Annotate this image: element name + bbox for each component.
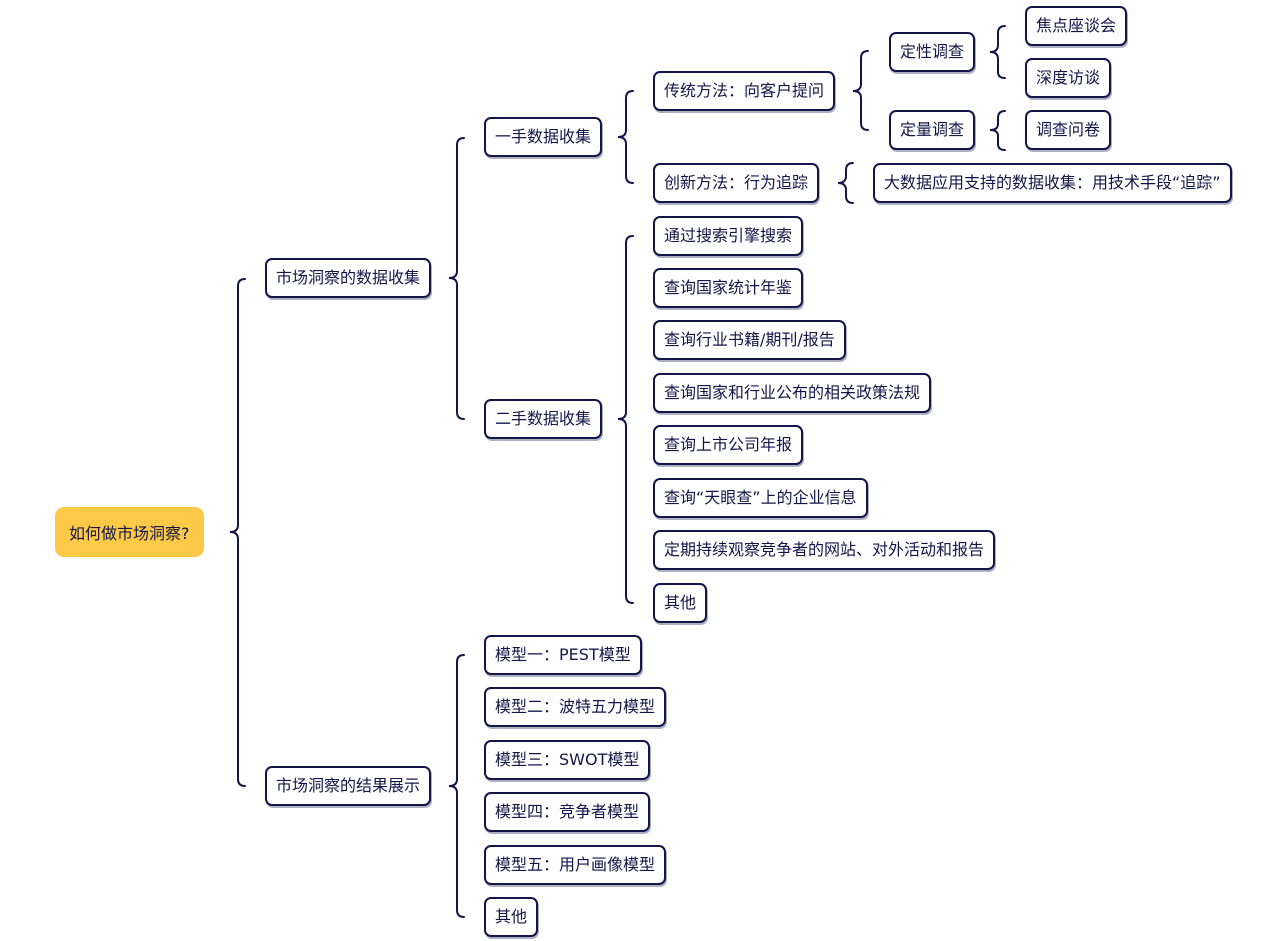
innovative-bracket (837, 162, 854, 204)
collection-bracket (448, 137, 465, 420)
second-hand-item[interactable]: 定期持续观察竞争者的网站、对外活动和报告 (653, 530, 996, 570)
results-node[interactable]: 市场洞察的结果展示 (265, 766, 432, 806)
quantitative-survey-node[interactable]: 定量调查 (889, 110, 976, 150)
results-item[interactable]: 模型四：竞争者模型 (484, 792, 651, 832)
focus-group-node[interactable]: 焦点座谈会 (1025, 6, 1128, 46)
in-depth-interview-node[interactable]: 深度访谈 (1025, 58, 1112, 98)
second-hand-item[interactable]: 其他 (653, 583, 708, 623)
results-item[interactable]: 模型二：波特五力模型 (484, 687, 667, 727)
collection-node[interactable]: 市场洞察的数据收集 (265, 258, 432, 298)
results-bracket (448, 654, 465, 918)
second-hand-item[interactable]: 查询行业书籍/期刊/报告 (653, 320, 846, 360)
results-item[interactable]: 模型一：PEST模型 (484, 635, 642, 675)
qualitative-survey-node[interactable]: 定性调查 (889, 32, 976, 72)
second-hand-item[interactable]: 查询国家和行业公布的相关政策法规 (653, 373, 932, 413)
second-hand-bracket (617, 235, 634, 604)
second-hand-item[interactable]: 查询“天眼查”上的企业信息 (653, 478, 868, 518)
first-hand-bracket (617, 90, 634, 184)
first-hand-node[interactable]: 一手数据收集 (484, 117, 603, 157)
second-hand-node[interactable]: 二手数据收集 (484, 399, 603, 439)
second-hand-item[interactable]: 查询上市公司年报 (653, 425, 804, 465)
root-bracket (229, 278, 246, 787)
results-item[interactable]: 模型五：用户画像模型 (484, 845, 667, 885)
traditional-method-node[interactable]: 传统方法：向客户提问 (653, 71, 836, 111)
innovative-method-node[interactable]: 创新方法：行为追踪 (653, 163, 820, 203)
second-hand-item[interactable]: 通过搜索引擎搜索 (653, 216, 804, 256)
results-item[interactable]: 其他 (484, 897, 539, 937)
quantitative-bracket (989, 110, 1006, 151)
second-hand-item[interactable]: 查询国家统计年鉴 (653, 268, 804, 308)
root-node[interactable]: 如何做市场洞察? (55, 507, 204, 557)
results-item[interactable]: 模型三：SWOT模型 (484, 740, 651, 780)
big-data-node[interactable]: 大数据应用支持的数据收集：用技术手段“追踪” (873, 163, 1232, 203)
questionnaire-node[interactable]: 调查问卷 (1025, 110, 1112, 150)
qualitative-bracket (989, 25, 1006, 79)
traditional-bracket (852, 50, 869, 131)
